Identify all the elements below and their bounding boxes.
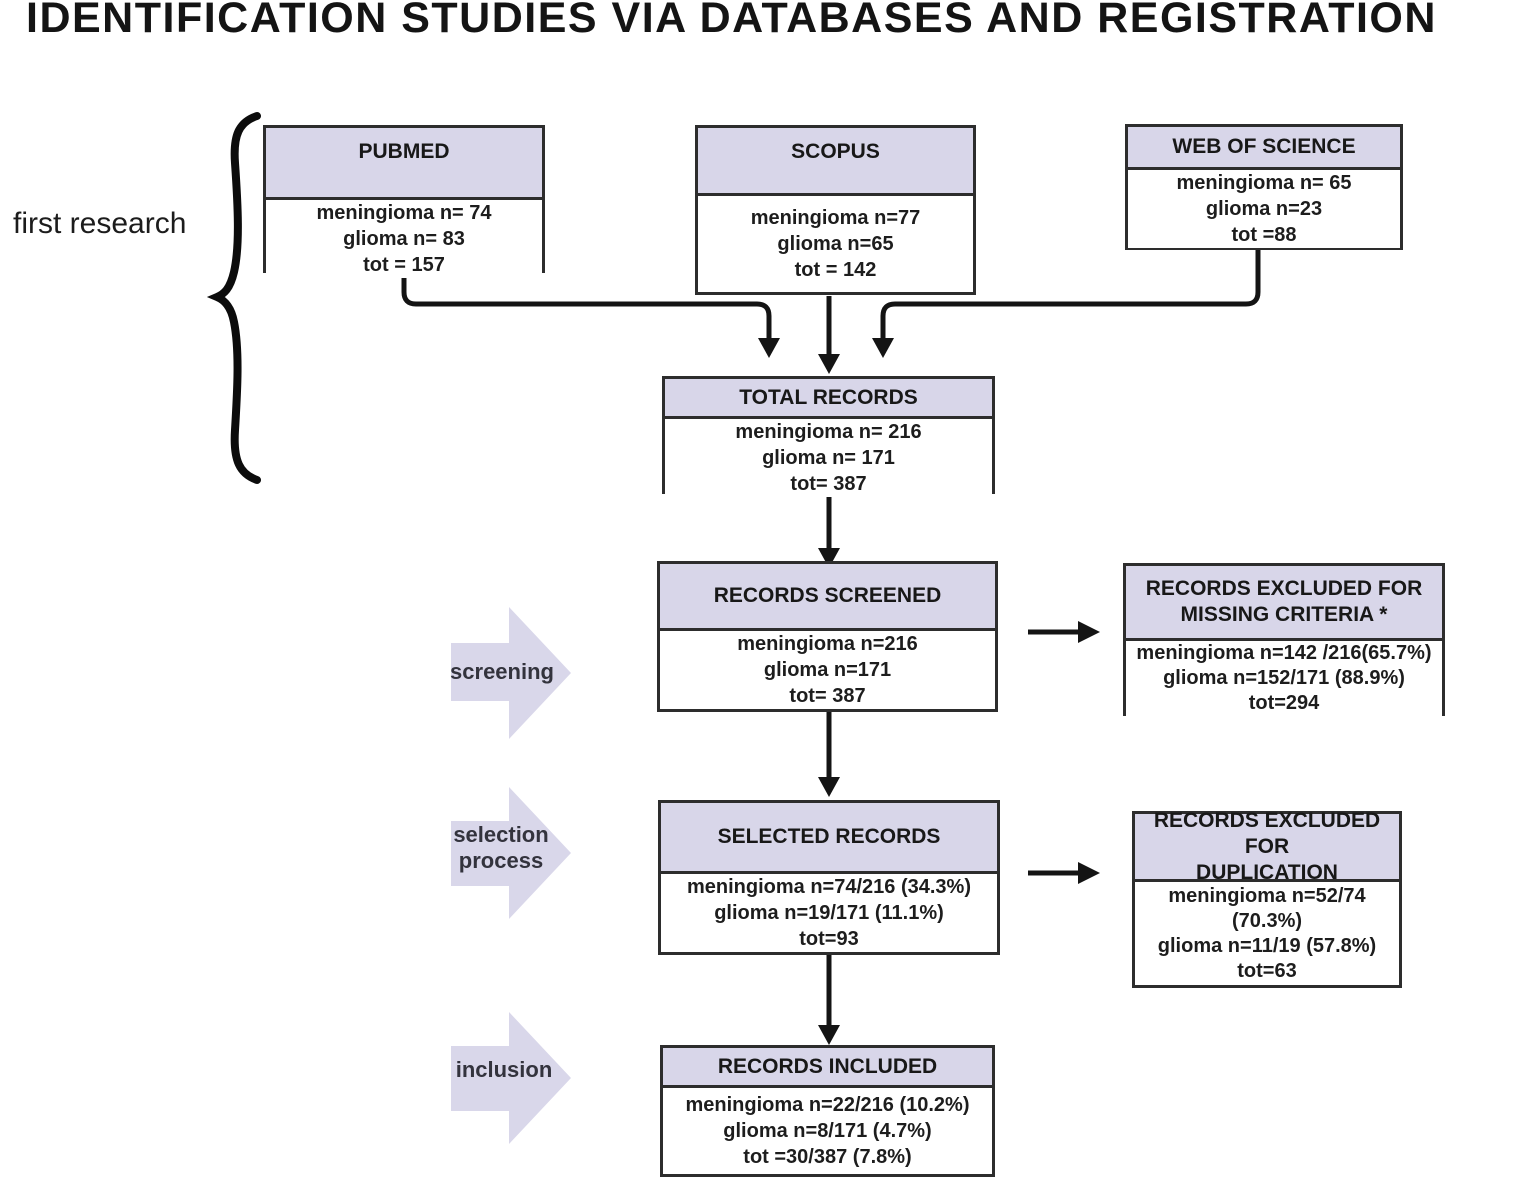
box-selected-records-header: SELECTED RECORDS bbox=[661, 803, 997, 874]
box-records-included-header: RECORDS INCLUDED bbox=[663, 1048, 992, 1088]
box-excluded-duplication-title-line2: DUPLICATION bbox=[1196, 860, 1338, 884]
stat-line: glioma n=23 bbox=[1205, 198, 1323, 220]
stat-line: glioma n=11/19 (57.8%) bbox=[1157, 934, 1377, 957]
selection-process-line2: process bbox=[458, 848, 544, 873]
box-excluded-missing-criteria-title-line1: RECORDS EXCLUDED FOR bbox=[1145, 577, 1423, 600]
box-total-records-body: meningioma n= 216 glioma n= 171 tot= 387 bbox=[665, 419, 992, 497]
arrowhead-selected-included-icon bbox=[818, 1025, 840, 1045]
connector-wos-to-total bbox=[880, 250, 1261, 340]
stat-line: glioma n= 171 bbox=[762, 447, 895, 469]
box-records-screened-header: RECORDS SCREENED bbox=[660, 564, 995, 631]
arrowhead-pubmed-icon bbox=[758, 338, 780, 358]
selection-process-line1: selection bbox=[453, 822, 549, 847]
box-excluded-duplication: RECORDS EXCLUDED FOR DUPLICATION meningi… bbox=[1132, 809, 1402, 988]
page-title: IDENTIFICATION STUDIES VIA DATABASES AND… bbox=[26, 0, 1437, 42]
box-pubmed-header: PUBMED bbox=[266, 128, 542, 200]
block-arrow-inclusion-icon bbox=[451, 1012, 571, 1144]
stat-line: meningioma n= 216 bbox=[735, 421, 922, 443]
stat-line: glioma n= 83 bbox=[343, 228, 465, 250]
box-records-screened-body: meningioma n=216 glioma n=171 tot= 387 bbox=[660, 631, 995, 709]
box-web-of-science-header: WEB OF SCIENCE bbox=[1128, 127, 1400, 170]
box-records-included: RECORDS INCLUDED meningioma n=22/216 (10… bbox=[660, 1045, 995, 1177]
box-excluded-missing-criteria-body: meningioma n=142 /216(65.7%) glioma n=15… bbox=[1126, 641, 1442, 716]
box-excluded-duplication-body: meningioma n=52/74 (70.3%) glioma n=11/1… bbox=[1135, 882, 1399, 985]
stat-line: glioma n=152/171 (88.9%) bbox=[1163, 667, 1405, 689]
stat-line: tot =30/387 (7.8%) bbox=[743, 1146, 912, 1168]
stat-line: glioma n=8/171 (4.7%) bbox=[723, 1120, 932, 1142]
stat-line: glioma n=171 bbox=[763, 659, 892, 681]
box-scopus-body: meningioma n=77 glioma n=65 tot = 142 bbox=[698, 196, 973, 292]
stat-line: meningioma n=142 /216(65.7%) bbox=[1136, 642, 1432, 664]
stat-line: tot= 387 bbox=[789, 685, 866, 707]
box-selected-records-body: meningioma n=74/216 (34.3%) glioma n=19/… bbox=[661, 874, 997, 952]
box-web-of-science-title: WEB OF SCIENCE bbox=[1172, 135, 1356, 158]
stat-line: tot = 142 bbox=[794, 259, 877, 281]
stat-line: tot=63 bbox=[1237, 959, 1297, 982]
first-research-label: first research bbox=[13, 207, 187, 240]
stat-line: meningioma n=216 bbox=[737, 633, 918, 655]
box-pubmed: PUBMED meningioma n= 74 glioma n= 83 tot… bbox=[263, 125, 545, 278]
stat-line: tot=93 bbox=[799, 928, 859, 950]
box-excluded-missing-criteria-header: RECORDS EXCLUDED FOR MISSING CRITERIA * bbox=[1126, 566, 1442, 641]
stat-line: glioma n=65 bbox=[777, 233, 894, 255]
arrowhead-excluded-duplication-icon bbox=[1078, 862, 1100, 884]
box-records-screened-title: RECORDS SCREENED bbox=[713, 584, 942, 607]
box-excluded-missing-criteria: RECORDS EXCLUDED FOR MISSING CRITERIA * … bbox=[1123, 563, 1445, 716]
stat-line: meningioma n= 74 bbox=[316, 202, 492, 224]
box-web-of-science-body: meningioma n= 65 glioma n=23 tot =88 bbox=[1128, 170, 1400, 248]
box-excluded-duplication-header: RECORDS EXCLUDED FOR DUPLICATION bbox=[1135, 809, 1399, 884]
box-scopus: SCOPUS meningioma n=77 glioma n=65 tot =… bbox=[695, 125, 976, 295]
arrowhead-scopus-icon bbox=[818, 354, 840, 374]
arrowhead-wos-icon bbox=[872, 338, 894, 358]
box-scopus-header: SCOPUS bbox=[698, 128, 973, 196]
box-pubmed-title: PUBMED bbox=[358, 140, 450, 163]
box-total-records: TOTAL RECORDS meningioma n= 216 glioma n… bbox=[662, 376, 995, 497]
stat-line: (70.3%) bbox=[1231, 909, 1303, 932]
box-excluded-missing-criteria-title-line2: MISSING CRITERIA * bbox=[1180, 603, 1388, 626]
box-total-records-header: TOTAL RECORDS bbox=[665, 379, 992, 419]
block-arrow-screening-icon bbox=[451, 607, 571, 739]
box-selected-records: SELECTED RECORDS meningioma n=74/216 (34… bbox=[658, 800, 1000, 955]
stat-line: tot= 387 bbox=[790, 473, 867, 495]
box-scopus-title: SCOPUS bbox=[791, 140, 880, 163]
stat-line: meningioma n=77 bbox=[750, 207, 921, 229]
box-selected-records-title: SELECTED RECORDS bbox=[717, 825, 941, 848]
arrowhead-total-screened-icon bbox=[818, 548, 840, 568]
box-total-records-title: TOTAL RECORDS bbox=[739, 385, 918, 409]
arrowhead-screened-selected-icon bbox=[818, 777, 840, 797]
inclusion-label: inclusion bbox=[455, 1057, 553, 1082]
stat-line: tot =88 bbox=[1231, 224, 1297, 246]
box-web-of-science: WEB OF SCIENCE meningioma n= 65 glioma n… bbox=[1125, 124, 1403, 250]
selection-process-label: selection process bbox=[438, 822, 564, 874]
stat-line: meningioma n=74/216 (34.3%) bbox=[686, 876, 971, 898]
screening-label: screening bbox=[450, 659, 554, 684]
stat-line: meningioma n=22/216 (10.2%) bbox=[685, 1094, 970, 1116]
box-excluded-duplication-title-line1: RECORDS EXCLUDED FOR bbox=[1153, 808, 1381, 858]
stat-line: glioma n=19/171 (11.1%) bbox=[714, 902, 944, 924]
box-records-included-body: meningioma n=22/216 (10.2%) glioma n=8/1… bbox=[663, 1088, 992, 1174]
box-records-screened: RECORDS SCREENED meningioma n=216 glioma… bbox=[657, 561, 998, 712]
arrowhead-excluded-missing-icon bbox=[1078, 621, 1100, 643]
stat-line: tot=294 bbox=[1248, 692, 1320, 714]
stat-line: meningioma n=52/74 bbox=[1168, 884, 1366, 907]
stat-line: tot = 157 bbox=[363, 254, 445, 276]
box-pubmed-body: meningioma n= 74 glioma n= 83 tot = 157 bbox=[266, 200, 542, 278]
connector-pubmed-to-total bbox=[401, 273, 772, 340]
block-arrow-selection-icon bbox=[451, 787, 571, 919]
curly-brace-icon bbox=[206, 112, 261, 484]
stat-line: meningioma n= 65 bbox=[1176, 172, 1352, 194]
box-records-included-title: RECORDS INCLUDED bbox=[717, 1054, 938, 1078]
